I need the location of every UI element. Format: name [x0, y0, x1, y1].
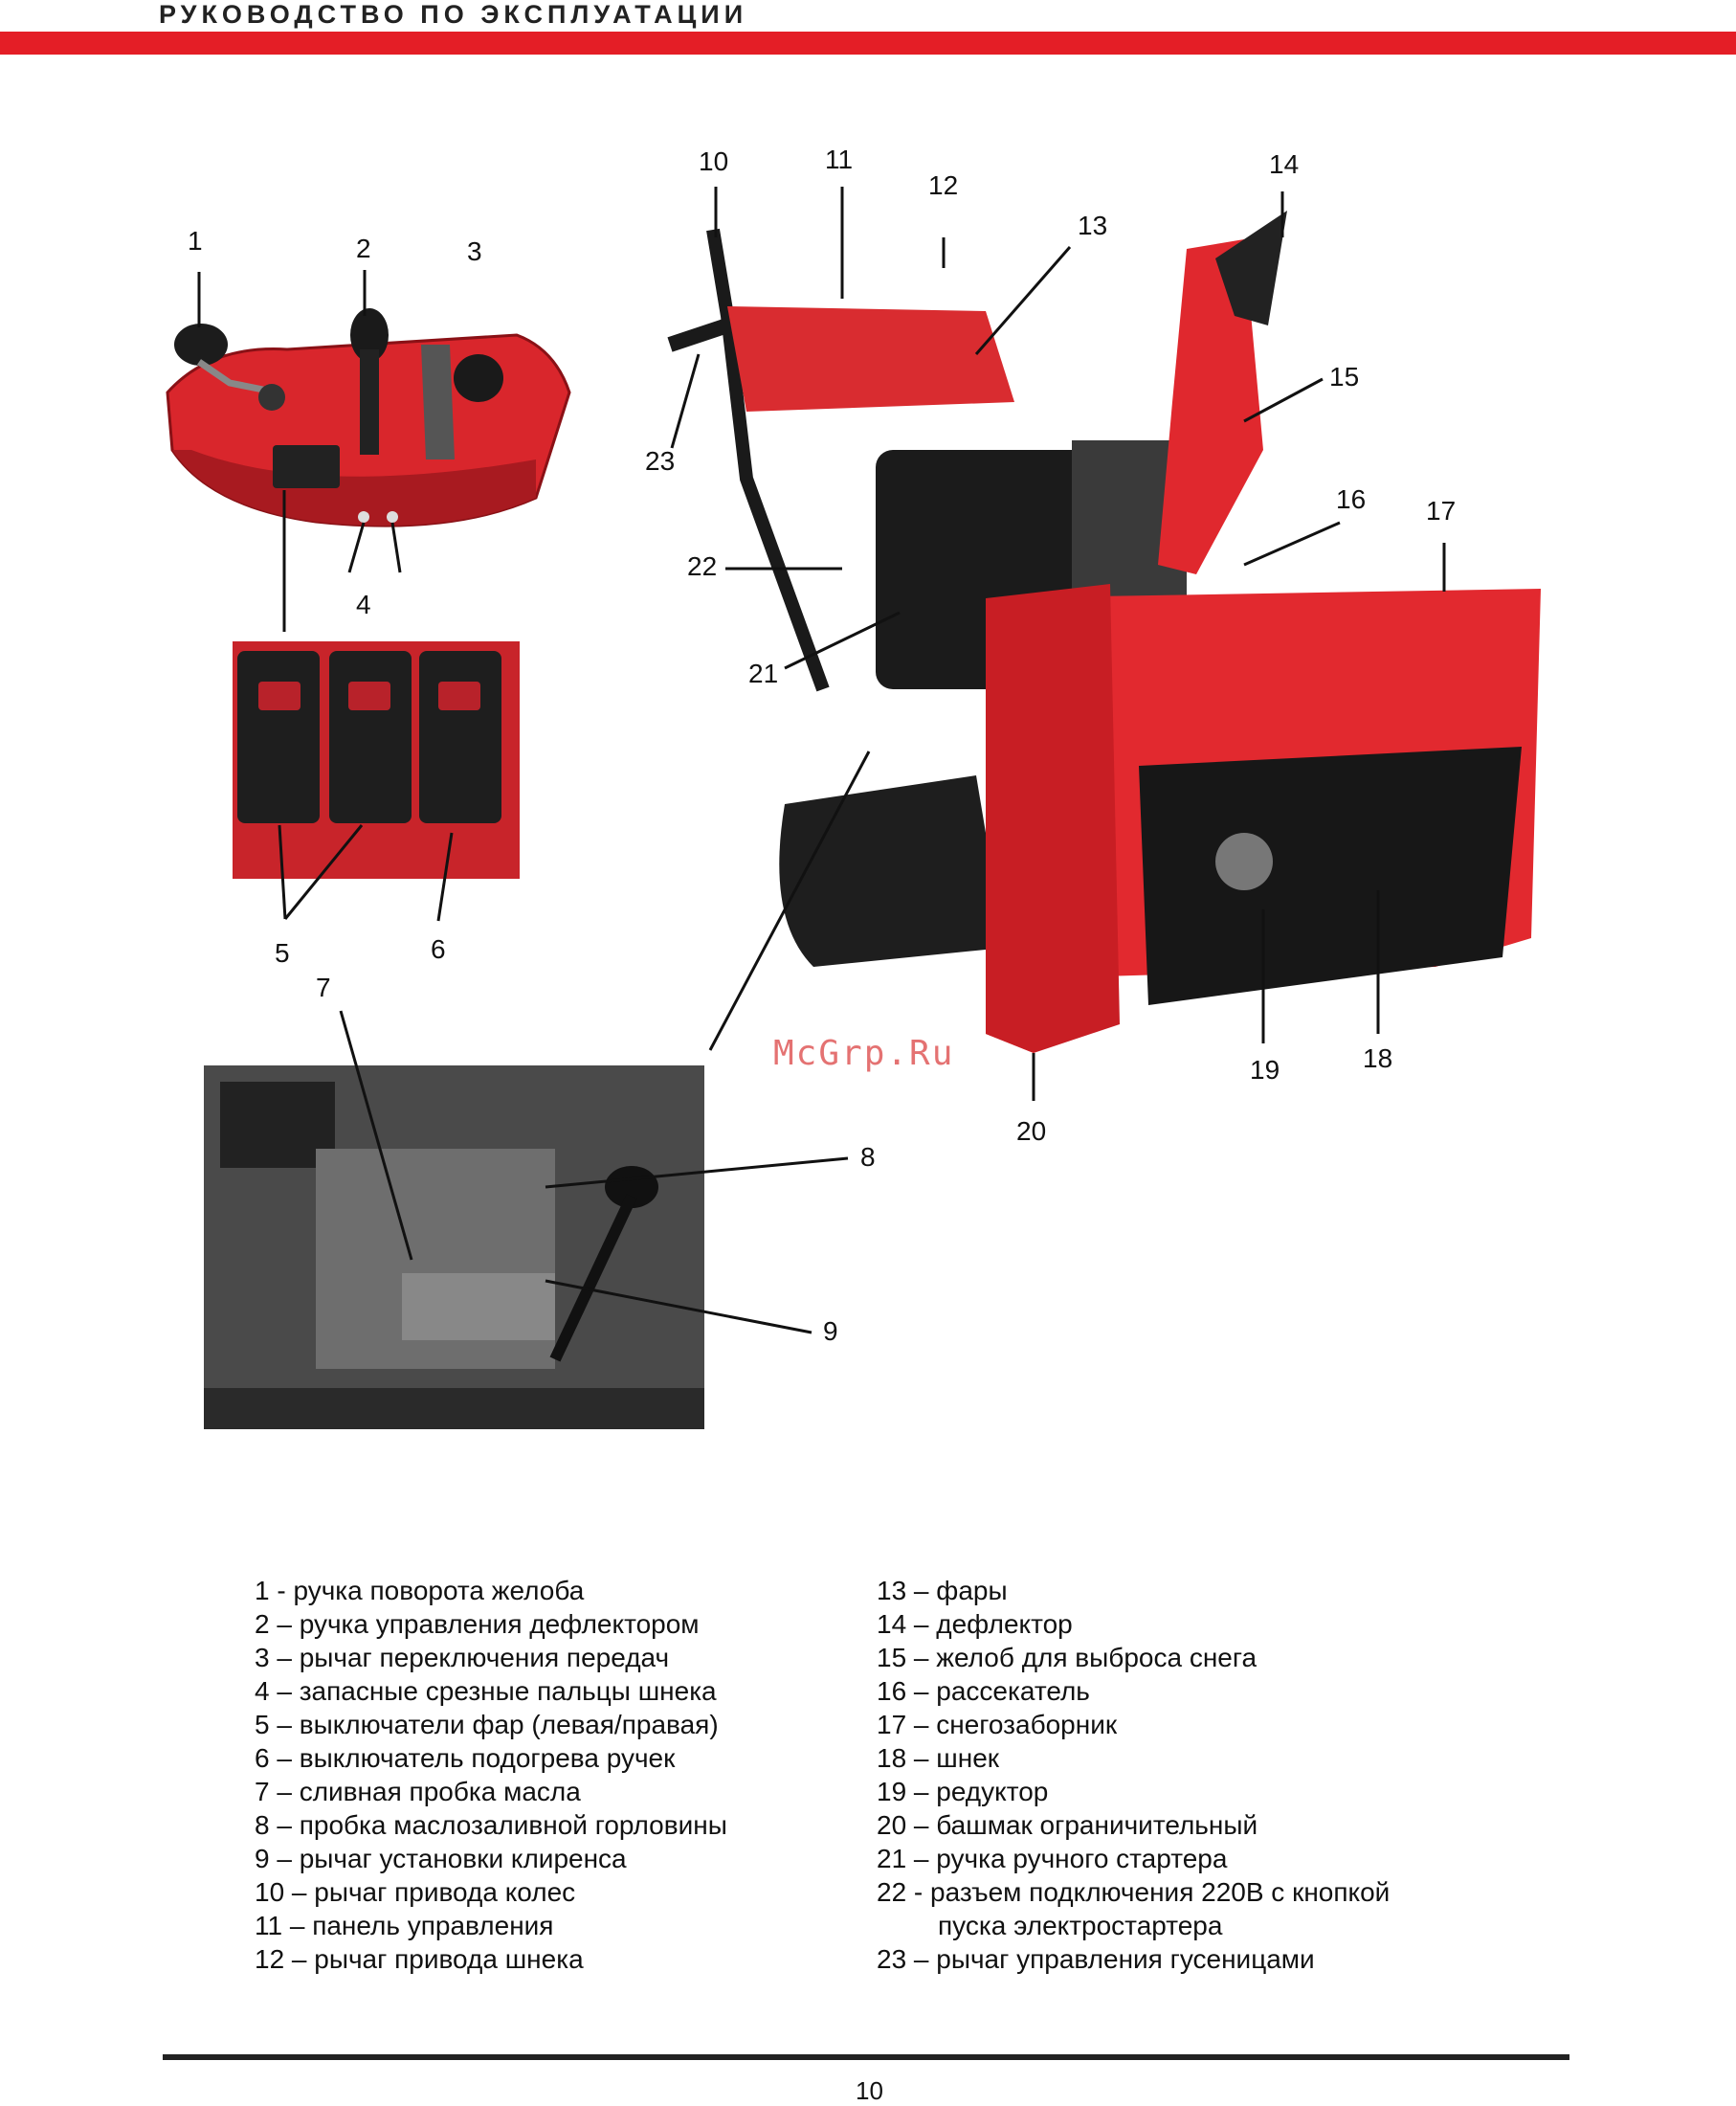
legend-item: 21 – ручка ручного стартера	[877, 1844, 1228, 1873]
callout-8: 8	[860, 1142, 876, 1172]
legend-item: 20 – башмак ограничительный	[877, 1810, 1258, 1840]
callout-7: 7	[316, 973, 331, 1002]
legend-item: 23 – рычаг управления гусеницами	[877, 1944, 1315, 1974]
callout-16: 16	[1336, 484, 1367, 514]
callout-5: 5	[275, 938, 290, 968]
legend-left-column: 1 - ручка поворота желоба 2 – ручка упра…	[255, 1574, 727, 1976]
callout-14: 14	[1269, 149, 1300, 179]
legend-item-continuation: пуска электростартера	[938, 1911, 1223, 1940]
legend-item: 22 - разъем подключения 220В с кнопкой	[877, 1877, 1391, 1907]
callout-19: 19	[1250, 1055, 1280, 1085]
legend-item: 6 – выключатель подогрева ручек	[255, 1743, 676, 1773]
legend-right-column: 13 – фары 14 – дефлектор 15 – желоб для …	[877, 1574, 1390, 1976]
legend-item: 2 – ручка управления дефлектором	[255, 1609, 700, 1639]
header-title: РУКОВОДСТВО ПО ЭКСПЛУАТАЦИИ	[159, 0, 748, 29]
callout-10: 10	[699, 146, 729, 176]
legend-item: 14 – дефлектор	[877, 1609, 1073, 1639]
callout-11: 11	[825, 145, 854, 174]
leader-lines	[197, 187, 1446, 1334]
callout-6: 6	[431, 934, 446, 964]
legend-item: 15 – желоб для выброса снега	[877, 1643, 1257, 1672]
legend-item: 7 – сливная пробка масла	[255, 1777, 581, 1806]
snowblower-figure	[166, 187, 1541, 1429]
callout-12: 12	[928, 170, 959, 200]
callout-4: 4	[356, 590, 371, 619]
control-panel-illustration	[166, 308, 571, 527]
legend-item: 16 – рассекатель	[877, 1676, 1090, 1706]
legend-item: 18 – шнек	[877, 1743, 1000, 1773]
clearance-photo	[204, 1065, 704, 1429]
legend-item: 10 – рычаг привода колес	[255, 1877, 576, 1907]
switches-closeup	[233, 641, 520, 879]
legend-item: 13 – фары	[877, 1576, 1008, 1605]
callout-3: 3	[467, 236, 482, 266]
callout-15: 15	[1329, 362, 1360, 392]
legend-item: 17 – снегозаборник	[877, 1710, 1118, 1739]
legend-item: 8 – пробка маслозаливной горловины	[255, 1810, 727, 1840]
header-accent-bar	[0, 32, 1736, 55]
legend-item: 11 – панель управления	[255, 1911, 554, 1940]
callout-21: 21	[748, 659, 779, 688]
callout-23: 23	[645, 446, 676, 476]
legend-item: 12 – рычаг привода шнека	[255, 1944, 584, 1974]
legend-item: 5 – выключатели фар (левая/правая)	[255, 1710, 719, 1739]
callout-9: 9	[823, 1316, 838, 1346]
callout-1: 1	[188, 226, 203, 256]
callout-20: 20	[1016, 1116, 1047, 1146]
callout-2: 2	[356, 234, 371, 263]
callout-18: 18	[1363, 1043, 1393, 1073]
watermark-text: McGrp.Ru	[773, 1034, 955, 1073]
legend-item: 1 - ручка поворота желоба	[255, 1576, 585, 1605]
legend-item: 3 – рычаг переключения передач	[255, 1643, 670, 1672]
legend-item: 9 – рычаг установки клиренса	[255, 1844, 627, 1873]
page-number: 10	[856, 2076, 883, 2105]
callout-17: 17	[1426, 496, 1457, 526]
callout-22: 22	[687, 551, 718, 581]
footer-rule	[163, 2054, 1569, 2060]
snowblower-illustration	[667, 211, 1541, 1053]
callout-13: 13	[1078, 211, 1108, 240]
legend-item: 4 – запасные срезные пальцы шнека	[255, 1676, 717, 1706]
legend-item: 19 – редуктор	[877, 1777, 1049, 1806]
